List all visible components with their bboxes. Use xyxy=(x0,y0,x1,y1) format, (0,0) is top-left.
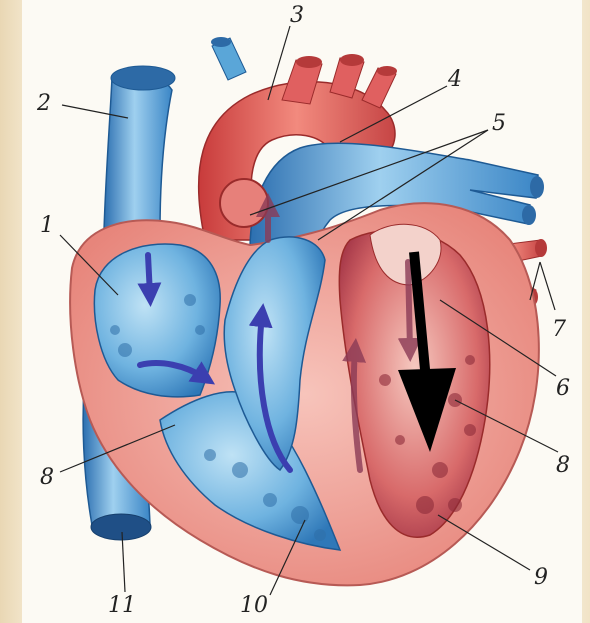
label-8-left: 8 xyxy=(40,465,54,490)
label-9: 9 xyxy=(534,565,548,590)
vena-cava-opening xyxy=(111,66,175,90)
label-2: 2 xyxy=(36,91,51,116)
label-3: 3 xyxy=(290,3,304,28)
label-8-right: 8 xyxy=(556,453,570,478)
label-6: 6 xyxy=(556,376,570,401)
label-7: 7 xyxy=(552,317,566,342)
label-10: 10 xyxy=(240,593,268,618)
aortic-valve-ring xyxy=(220,179,268,227)
label-11: 11 xyxy=(108,593,136,618)
label-5: 5 xyxy=(492,111,506,136)
label-1: 1 xyxy=(40,213,54,238)
label-4: 4 xyxy=(447,67,462,92)
inferior-vena-cava-opening xyxy=(91,514,151,540)
superior-vena-cava xyxy=(104,72,172,232)
